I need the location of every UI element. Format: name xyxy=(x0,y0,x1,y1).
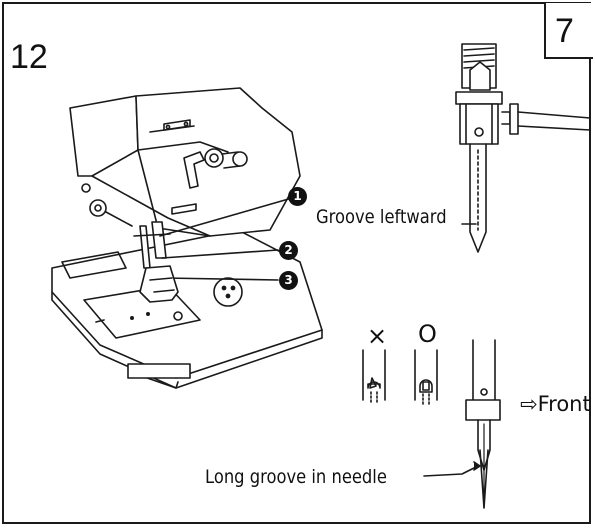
page-number-box xyxy=(544,3,593,59)
callout-2: 2 xyxy=(279,241,298,260)
figure-frame xyxy=(2,2,591,524)
front-label: ⇨Front xyxy=(520,394,591,415)
long-groove-label: Long groove in needle xyxy=(205,466,387,488)
callout-3: 3 xyxy=(279,271,298,290)
callout-1: 1 xyxy=(288,187,307,206)
groove-leftward-label: Groove leftward xyxy=(316,206,447,228)
outline-right-arrow-icon: ⇨ xyxy=(520,392,538,416)
right-mark: O xyxy=(418,320,437,348)
step-number: 12 xyxy=(10,38,48,76)
front-label-text: Front xyxy=(537,392,591,416)
page-number: 7 xyxy=(555,12,574,50)
wrong-mark: × xyxy=(367,322,388,350)
